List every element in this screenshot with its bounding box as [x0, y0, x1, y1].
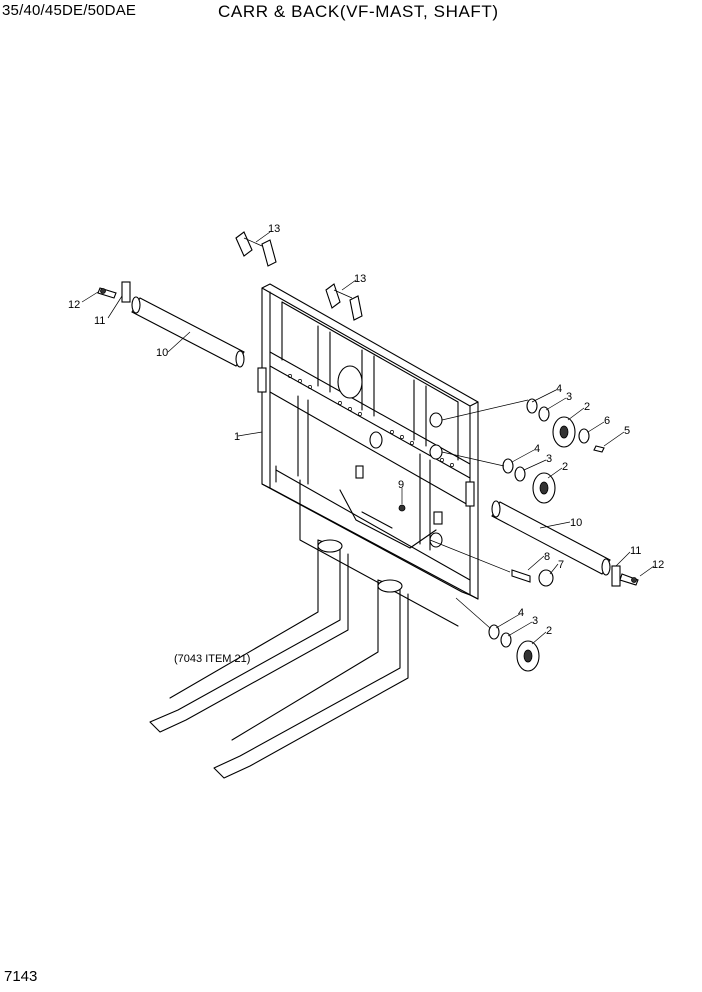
roller-assembly-middle: [441, 451, 556, 504]
callout-8: 8: [544, 551, 550, 563]
fork-reference-note: (7043 ITEM 21): [174, 653, 250, 665]
callout-4-upper: 4: [556, 383, 562, 395]
callout-11-right: 11: [630, 545, 641, 557]
callout-3-upper: 3: [566, 391, 572, 403]
callout-2-middle: 2: [562, 461, 568, 473]
callout-9: 9: [398, 479, 404, 491]
page-title: CARR & BACK(VF-MAST, SHAFT): [218, 2, 499, 21]
grease-nipple-9: [398, 504, 406, 512]
plate-bolt-left: [97, 281, 131, 303]
callout-2-lower: 2: [546, 625, 552, 637]
bushing-7-8: [429, 539, 554, 587]
callout-2-upper: 2: [584, 401, 590, 413]
fork-right: [213, 579, 409, 779]
callout-numbers: 13 13 12 11 10 1 4 3 2 6 5 4 3 2 9 10 8 …: [68, 223, 664, 637]
callout-1: 1: [234, 431, 240, 443]
roller-assembly-upper: [441, 398, 605, 453]
shaft-right: [491, 500, 611, 576]
callout-10-right: 10: [570, 517, 582, 529]
callout-10-left: 10: [156, 347, 168, 359]
pins-13-mid: [325, 283, 363, 321]
callout-4-middle: 4: [534, 443, 540, 455]
callout-3-middle: 3: [546, 453, 552, 465]
callout-11-left: 11: [94, 315, 105, 327]
callout-3-lower: 3: [532, 615, 538, 627]
callout-7: 7: [558, 559, 564, 571]
callout-12-left: 12: [68, 299, 80, 311]
callout-4-lower: 4: [518, 607, 524, 619]
shaft-left: [131, 296, 245, 368]
callout-lines: [81, 231, 655, 645]
callout-5: 5: [624, 425, 630, 437]
callout-12-right: 12: [652, 559, 664, 571]
carriage-frame: [237, 283, 479, 627]
pins-13-upper: [235, 231, 277, 267]
plate-bolt-right: [611, 565, 639, 587]
page-number: 7143: [4, 968, 38, 985]
roller-assembly-lower: [455, 597, 540, 672]
fork-left: [149, 539, 349, 733]
callout-13-upper: 13: [268, 223, 280, 235]
callout-13-mid: 13: [354, 273, 366, 285]
callout-6: 6: [604, 415, 610, 427]
model-label: 35/40/45DE/50DAE: [2, 2, 137, 19]
